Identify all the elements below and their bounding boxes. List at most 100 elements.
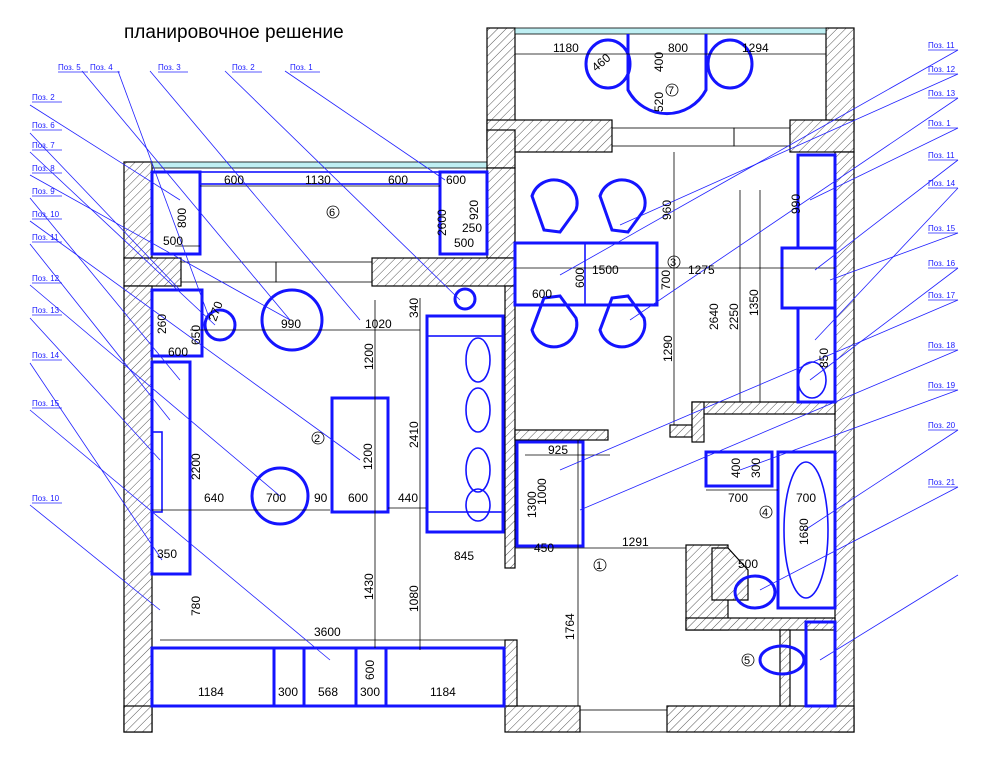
left-position-label: Поз. 10 <box>32 494 60 503</box>
svg-text:600: 600 <box>388 173 408 187</box>
room-markers: 7 6 2 3 1 4 5 <box>311 83 773 667</box>
svg-text:800: 800 <box>668 41 688 55</box>
svg-text:350: 350 <box>157 547 177 561</box>
svg-text:1430: 1430 <box>362 573 376 600</box>
svg-text:1200: 1200 <box>362 343 376 370</box>
svg-text:1: 1 <box>596 560 602 572</box>
left-position-label: Поз. 8 <box>32 164 55 173</box>
svg-text:300: 300 <box>360 685 380 699</box>
svg-text:1290: 1290 <box>661 335 675 362</box>
left-position-label: Поз. 15 <box>32 399 60 408</box>
right-position-label: Поз. 16 <box>928 259 956 268</box>
svg-text:2: 2 <box>314 433 320 445</box>
wardrobe-icon <box>150 360 192 576</box>
svg-text:7: 7 <box>668 85 674 97</box>
right-position-label: Поз. 18 <box>928 341 956 350</box>
svg-text:1300: 1300 <box>525 491 539 518</box>
chair-icon <box>706 38 754 90</box>
svg-text:700: 700 <box>796 491 816 505</box>
svg-text:600: 600 <box>573 268 587 288</box>
cabinet-icon <box>438 170 489 256</box>
left-position-label: Поз. 11 <box>32 233 59 242</box>
left-position-label: Поз. 6 <box>32 121 55 130</box>
lamp-icon <box>203 308 237 342</box>
svg-text:400: 400 <box>729 458 743 478</box>
washbasin-icon <box>733 574 777 610</box>
right-position-label: Поз. 14 <box>928 179 956 188</box>
svg-text:2600: 2600 <box>435 209 449 236</box>
svg-text:920: 920 <box>467 200 481 220</box>
svg-text:960: 960 <box>660 200 674 220</box>
chair-icon <box>530 178 579 234</box>
table-icon <box>626 34 708 116</box>
toilet-icon <box>758 644 806 676</box>
svg-text:6: 6 <box>329 207 335 219</box>
svg-text:3600: 3600 <box>314 625 341 639</box>
svg-text:500: 500 <box>454 236 474 250</box>
left-position-label: Поз. 1 <box>290 63 313 72</box>
svg-text:600: 600 <box>363 660 377 680</box>
left-position-label: Поз. 2 <box>32 93 55 102</box>
left-position-label: Поз. 2 <box>232 63 255 72</box>
right-position-label: Поз. 1 <box>928 119 951 128</box>
left-position-label: Поз. 10 <box>32 210 60 219</box>
left-position-label: Поз. 4 <box>90 63 113 72</box>
svg-text:1350: 1350 <box>747 289 761 316</box>
svg-text:5: 5 <box>744 655 750 667</box>
svg-text:600: 600 <box>532 287 552 301</box>
svg-text:850: 850 <box>817 348 831 368</box>
svg-text:260: 260 <box>155 314 169 334</box>
right-position-label: Поз. 21 <box>928 478 956 487</box>
right-position-label: Поз. 17 <box>928 291 956 300</box>
svg-text:600: 600 <box>224 173 244 187</box>
svg-text:1130: 1130 <box>305 173 331 187</box>
svg-text:1184: 1184 <box>430 685 456 699</box>
svg-text:2640: 2640 <box>707 303 721 330</box>
svg-text:4: 4 <box>762 507 768 519</box>
svg-text:600: 600 <box>446 173 466 187</box>
page-title: планировочное решение <box>124 22 344 43</box>
wardrobe-icon <box>515 440 585 548</box>
svg-text:640: 640 <box>204 491 224 505</box>
svg-text:1180: 1180 <box>553 41 579 55</box>
svg-text:700: 700 <box>659 270 673 290</box>
svg-text:1080: 1080 <box>407 585 421 612</box>
svg-text:780: 780 <box>189 596 203 616</box>
right-position-label: Поз. 15 <box>928 224 956 233</box>
washing-machine-icon <box>704 450 774 488</box>
sofa-icon <box>425 314 505 534</box>
svg-text:600: 600 <box>348 491 368 505</box>
shower-icon <box>804 620 837 708</box>
svg-text:300: 300 <box>749 458 763 478</box>
right-position-label: Поз. 11 <box>928 151 955 160</box>
svg-text:3: 3 <box>670 257 676 269</box>
dimension-text: 1180 800 1294 460 400 520 600 1130 600 6… <box>155 41 831 699</box>
right-position-label: Поз. 12 <box>928 65 956 74</box>
svg-text:2250: 2250 <box>727 303 741 330</box>
svg-text:1680: 1680 <box>797 518 811 545</box>
svg-text:1184: 1184 <box>198 685 224 699</box>
svg-text:1275: 1275 <box>688 263 715 277</box>
svg-text:1291: 1291 <box>622 535 649 549</box>
chair-icon <box>530 294 579 349</box>
svg-text:1200: 1200 <box>361 443 375 470</box>
svg-text:845: 845 <box>454 549 474 563</box>
right-position-label: Поз. 20 <box>928 421 956 430</box>
svg-text:250: 250 <box>462 221 482 235</box>
svg-text:990: 990 <box>281 317 301 331</box>
chair-icon <box>584 38 632 90</box>
svg-text:650: 650 <box>189 325 203 345</box>
svg-text:90: 90 <box>314 491 328 505</box>
kitchen-unit-icon <box>796 153 837 250</box>
right-position-label: Поз. 19 <box>928 381 956 390</box>
svg-text:925: 925 <box>548 443 568 457</box>
left-position-label: Поз. 7 <box>32 141 55 150</box>
svg-text:568: 568 <box>318 685 338 699</box>
kitchen-unit-icon <box>796 306 837 404</box>
leader-lines <box>29 49 959 661</box>
shoe-rack-icon <box>384 646 506 708</box>
chair-icon <box>598 294 647 349</box>
